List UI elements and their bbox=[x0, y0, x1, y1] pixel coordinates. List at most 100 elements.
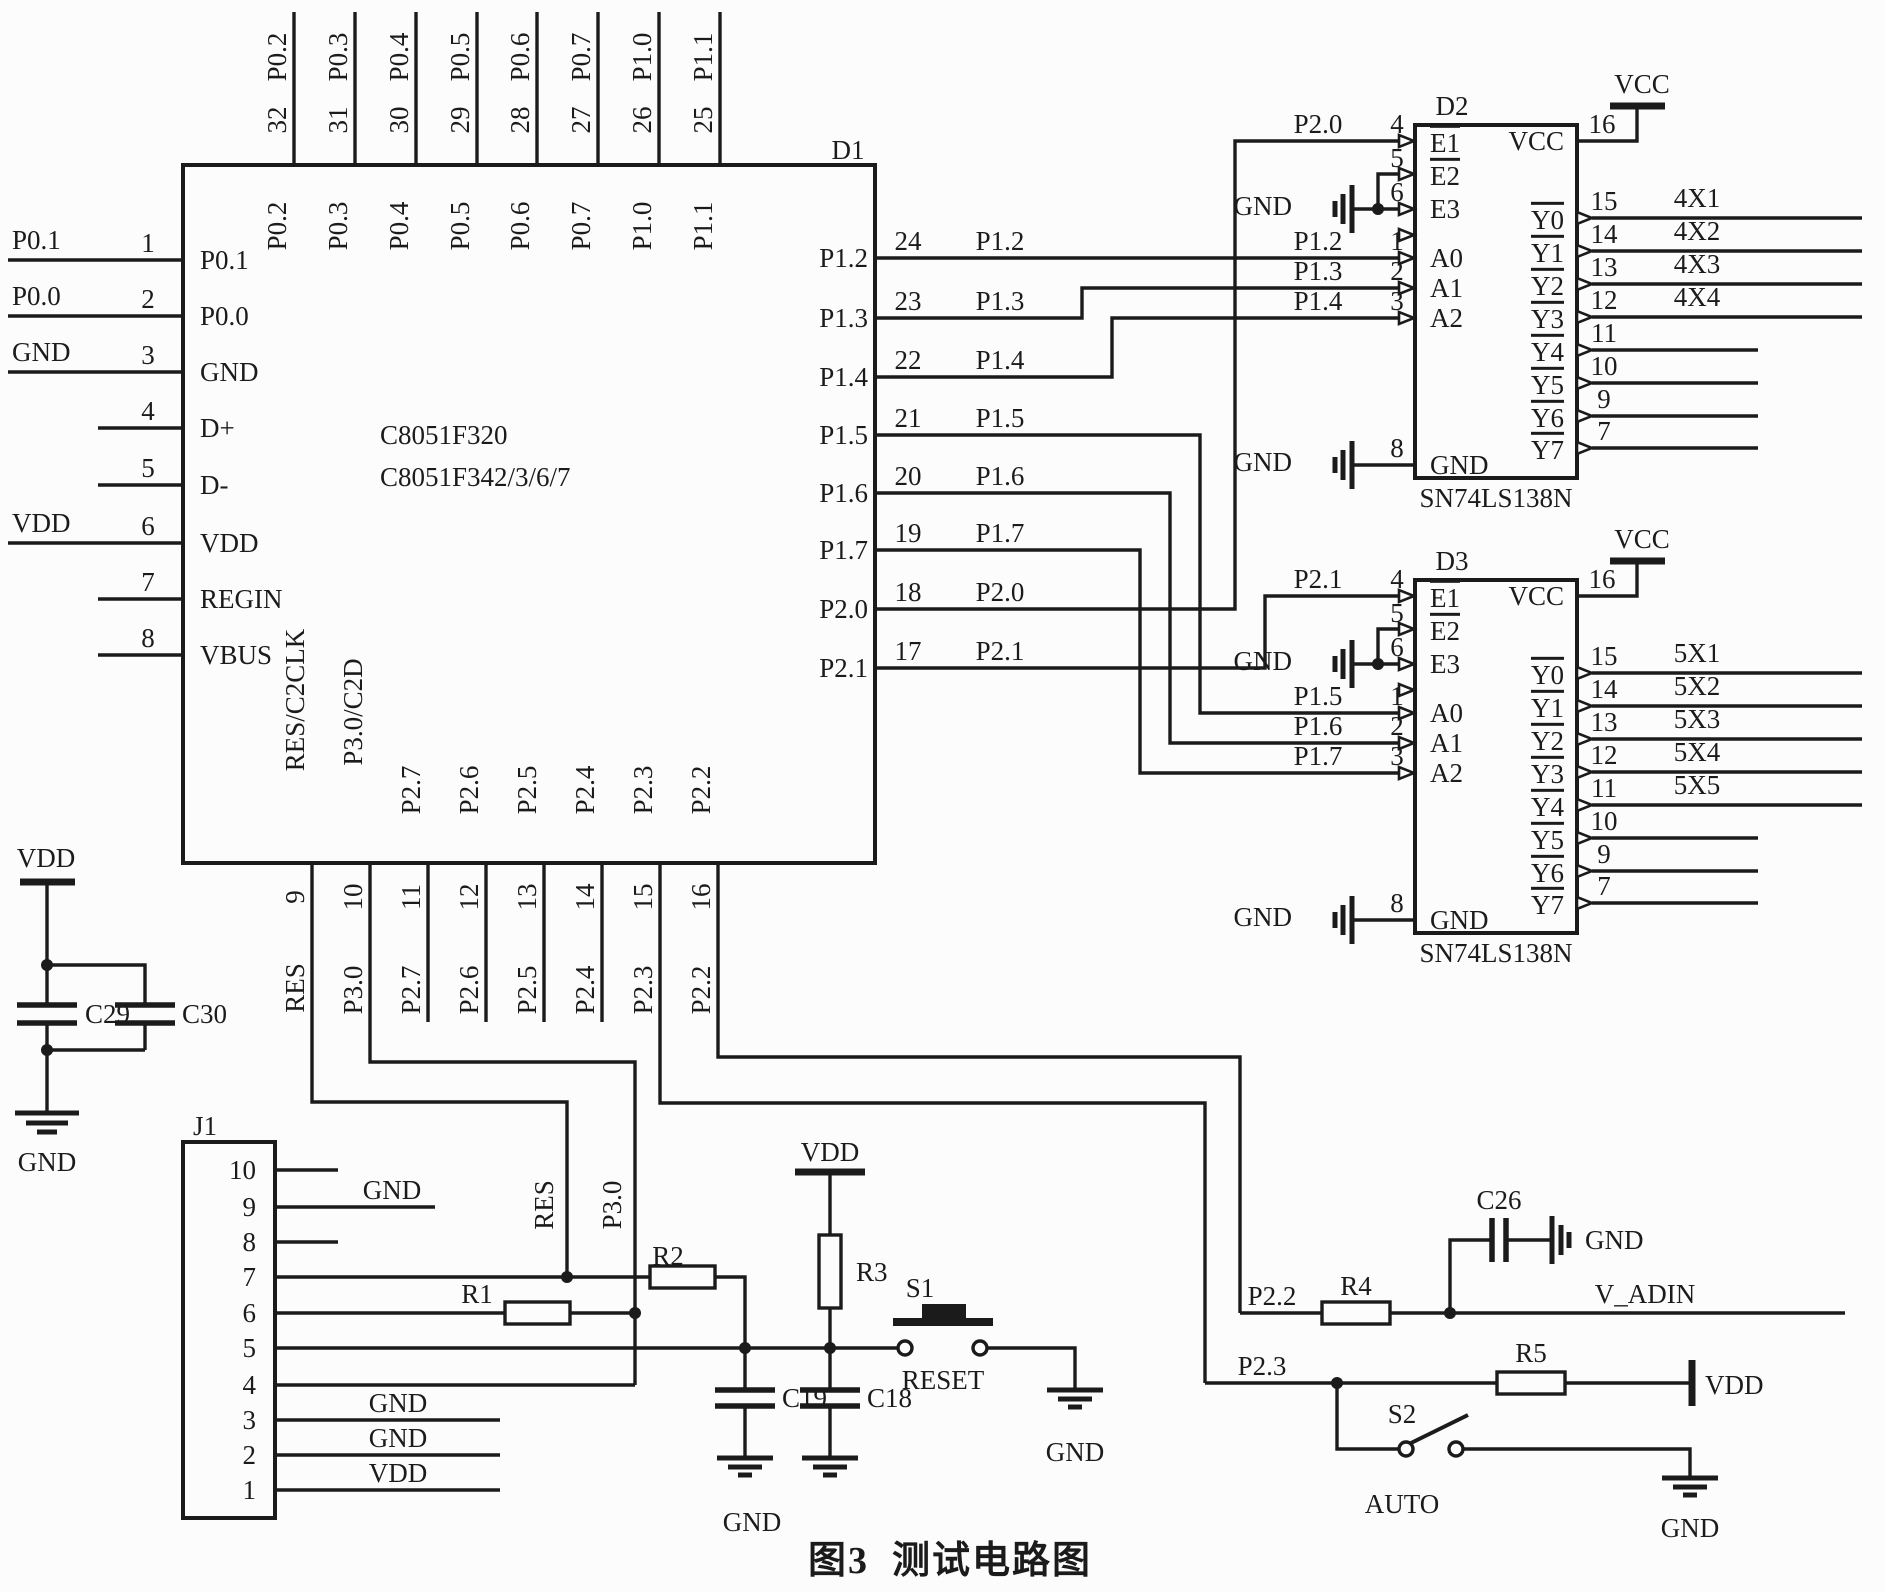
d1-pin-name: GND bbox=[200, 356, 259, 387]
d1-pin-name: P0.4 bbox=[383, 201, 414, 251]
d1-pin-num: 24 bbox=[894, 225, 922, 256]
net-res: RES bbox=[528, 1180, 559, 1230]
d1-pin-num: 29 bbox=[444, 106, 475, 134]
d2-pin-name: VCC bbox=[1508, 125, 1564, 156]
c19-ref: C19 bbox=[782, 1382, 828, 1413]
wire-p3_0 bbox=[368, 863, 637, 1385]
net-gnd: GND bbox=[1045, 1436, 1105, 1467]
net-gnd: GND bbox=[1233, 190, 1293, 221]
d3-pin-num: 4 bbox=[1390, 563, 1404, 594]
d3-pin-num: 14 bbox=[1590, 673, 1618, 704]
net-p2_4: P2.4 bbox=[569, 965, 600, 1015]
d1-pin-name: P2.4 bbox=[569, 765, 600, 815]
j1-pin-num: 9 bbox=[242, 1191, 257, 1222]
d3-hookup bbox=[1332, 557, 1862, 944]
d3-pin-num: 1 bbox=[1390, 680, 1404, 711]
s2-ref: S2 bbox=[1387, 1398, 1417, 1429]
d3-pin-num: 9 bbox=[1597, 838, 1611, 869]
d2-pin-num: 16 bbox=[1588, 108, 1616, 139]
net-p2_1: P2.1 bbox=[975, 635, 1025, 666]
j1-pin-wires bbox=[275, 1168, 898, 1492]
wire-p2_0 bbox=[875, 139, 1399, 611]
net-v_adin: V_ADIN bbox=[1594, 1278, 1696, 1309]
d1-pin-name: P0.5 bbox=[444, 201, 475, 251]
d2-input-arrows bbox=[1397, 133, 1418, 326]
d2-ref: D2 bbox=[1435, 90, 1469, 121]
d3-output-arrows bbox=[1575, 665, 1596, 911]
net-5x1: 5X1 bbox=[1673, 637, 1721, 668]
net-gnd: GND bbox=[368, 1422, 428, 1453]
net-p1_1: P1.1 bbox=[687, 32, 718, 82]
wire-res bbox=[310, 863, 569, 1277]
d2-pin-name: E3 bbox=[1430, 193, 1460, 224]
d1-pin-name: VBUS bbox=[200, 639, 273, 670]
d1-pin-num: 6 bbox=[141, 510, 155, 541]
d1-pin-num: 17 bbox=[894, 635, 922, 666]
d3-pin-num: 3 bbox=[1390, 740, 1404, 771]
net-p0_7: P0.7 bbox=[565, 32, 596, 82]
d2-pin-num: 5 bbox=[1390, 142, 1404, 173]
ground-c18 bbox=[802, 1455, 858, 1478]
ground-c26 bbox=[1549, 1216, 1572, 1264]
d1-pin-num: 9 bbox=[279, 890, 310, 904]
d2-pin-name: Y5 bbox=[1531, 366, 1564, 399]
net-p1_7: P1.7 bbox=[1293, 740, 1343, 771]
d2-pin-num: 9 bbox=[1597, 383, 1611, 414]
d3-pin-num: 8 bbox=[1390, 887, 1404, 918]
net-gnd: GND bbox=[722, 1506, 782, 1537]
d2-pin-name: A1 bbox=[1430, 272, 1463, 303]
d3-output-wires bbox=[1592, 671, 1862, 905]
net-p0_2: P0.2 bbox=[261, 32, 292, 82]
d1-pin-name: P0.2 bbox=[261, 201, 292, 251]
d2-pin-num: 6 bbox=[1390, 176, 1404, 207]
d3-pin-num: 6 bbox=[1390, 631, 1404, 662]
j1-pin-num: 3 bbox=[242, 1404, 257, 1435]
net-p2_2: P2.2 bbox=[1247, 1280, 1297, 1311]
r4-ref: R4 bbox=[1340, 1270, 1372, 1301]
d1-pin-name: D+ bbox=[200, 412, 235, 443]
d1-pin-num: 27 bbox=[565, 106, 596, 134]
d1-pin-name: P2.3 bbox=[627, 765, 658, 815]
d1-bottom-pin-wires bbox=[310, 863, 1242, 1385]
d1-pin-num: 22 bbox=[894, 344, 922, 375]
d1-ref: D1 bbox=[831, 134, 865, 165]
net-p1_3: P1.3 bbox=[975, 285, 1025, 316]
d3-pin-num: 2 bbox=[1390, 710, 1404, 741]
d1-pin-name: P1.3 bbox=[819, 302, 868, 333]
d2-pin-name: Y2 bbox=[1531, 267, 1564, 300]
d1-pin-name: VDD bbox=[200, 527, 259, 558]
d1-pin-name: P2.0 bbox=[819, 593, 868, 624]
s1-ref: S1 bbox=[905, 1272, 935, 1303]
resistor-r2 bbox=[648, 1264, 717, 1290]
net-vdd: VDD bbox=[800, 1136, 860, 1167]
d1-pin-num: 5 bbox=[141, 452, 155, 483]
d2-pin-name: A0 bbox=[1430, 242, 1463, 273]
net-vcc: VCC bbox=[1614, 523, 1670, 554]
d1-pin-name: REGIN bbox=[200, 583, 283, 614]
p2_2-adc-row bbox=[1240, 1216, 1845, 1326]
d2-pin-name: Y4 bbox=[1531, 333, 1564, 366]
net-5x3: 5X3 bbox=[1673, 703, 1721, 734]
d2-pin-num: 8 bbox=[1390, 432, 1404, 463]
d1-pin-name: P2.7 bbox=[395, 765, 426, 815]
figure-caption: 图3 测试电路图 bbox=[807, 1540, 1093, 1583]
d3-ref: D3 bbox=[1435, 545, 1469, 576]
net-vcc: VCC bbox=[1614, 68, 1670, 99]
d3-pin-num: 12 bbox=[1590, 739, 1618, 770]
net-p1_2: P1.2 bbox=[1293, 225, 1343, 256]
net-p0_6: P0.6 bbox=[504, 32, 535, 82]
d1-pin-num: 12 bbox=[453, 883, 484, 911]
d3-e2-jog bbox=[1376, 627, 1399, 664]
capacitor-c30-plates bbox=[115, 1002, 175, 1026]
capacitor-c19-plates bbox=[715, 1387, 775, 1409]
d1-pin-num: 31 bbox=[322, 106, 353, 134]
net-p2_6: P2.6 bbox=[453, 965, 484, 1015]
d1-left-pin-wires bbox=[8, 258, 183, 657]
net-p2_3: P2.3 bbox=[1237, 1350, 1287, 1381]
wire-p2_3 bbox=[658, 863, 1207, 1383]
d2-output-arrows bbox=[1575, 210, 1596, 456]
net-p0_4: P0.4 bbox=[383, 32, 414, 82]
c18-ref: C18 bbox=[867, 1382, 913, 1413]
ground-d3-pin8 bbox=[1332, 896, 1355, 944]
